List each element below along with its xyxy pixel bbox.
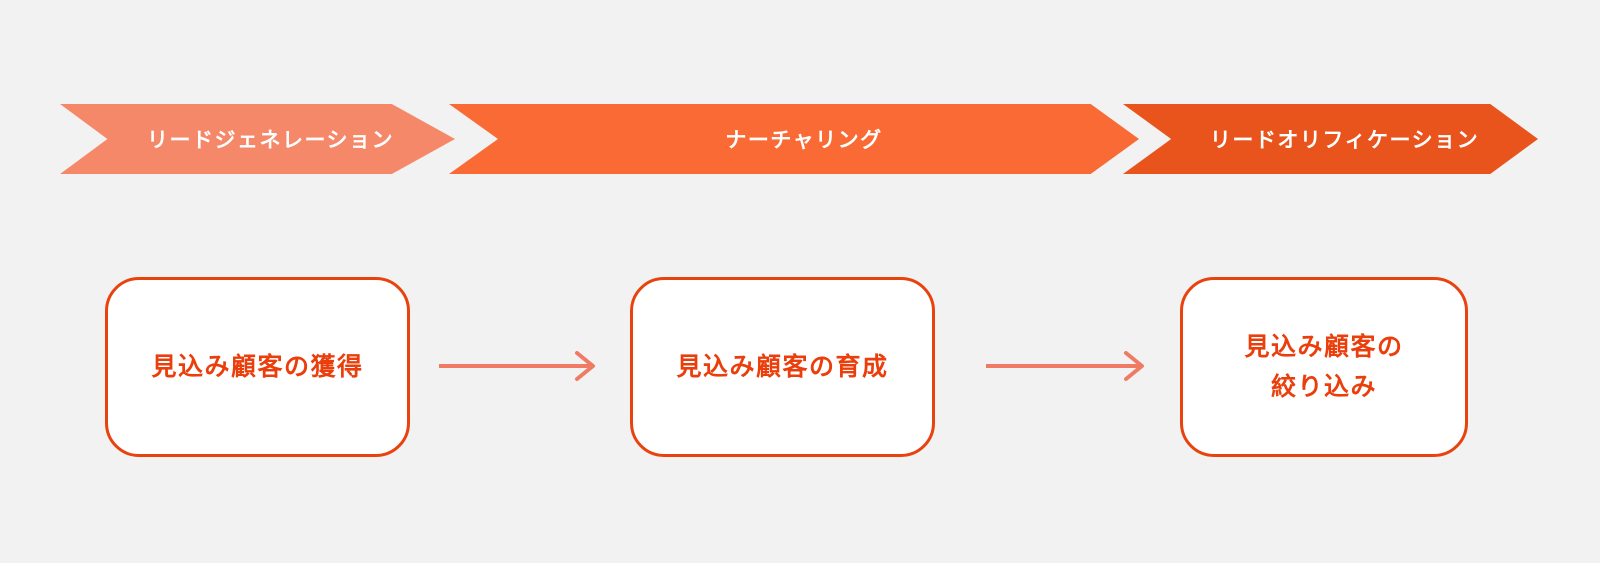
right-arrow-icon (439, 351, 595, 381)
stage-banner-lead-qualification: リードオリフィケーション (1123, 104, 1538, 174)
step-box-narrow-prospects: 見込み顧客の 絞り込み (1180, 277, 1468, 457)
right-arrow-icon (986, 351, 1144, 381)
step-box-label: 見込み顧客の 絞り込み (1244, 332, 1404, 402)
step-box-nurture-prospects: 見込み顧客の育成 (630, 277, 935, 457)
arrow-step1-to-step2 (438, 350, 598, 382)
arrow-step2-to-step3 (985, 350, 1147, 382)
stage-banner-nurturing: ナーチャリング (449, 104, 1139, 174)
stage-banner-label: リードオリフィケーション (1209, 129, 1480, 152)
stage-banner-label: リードジェネレーション (146, 129, 395, 152)
stage-banner-lead-generation: リードジェネレーション (60, 104, 455, 174)
stage-banner-label: ナーチャリング (725, 129, 883, 152)
step-box-label: 見込み顧客の獲得 (151, 352, 364, 381)
step-box-acquire-prospects: 見込み顧客の獲得 (105, 277, 410, 457)
stage-banner-row: リードジェネレーション ナーチャリング リードオリフィケーション (0, 104, 1600, 174)
step-box-label: 見込み顧客の育成 (676, 352, 889, 381)
